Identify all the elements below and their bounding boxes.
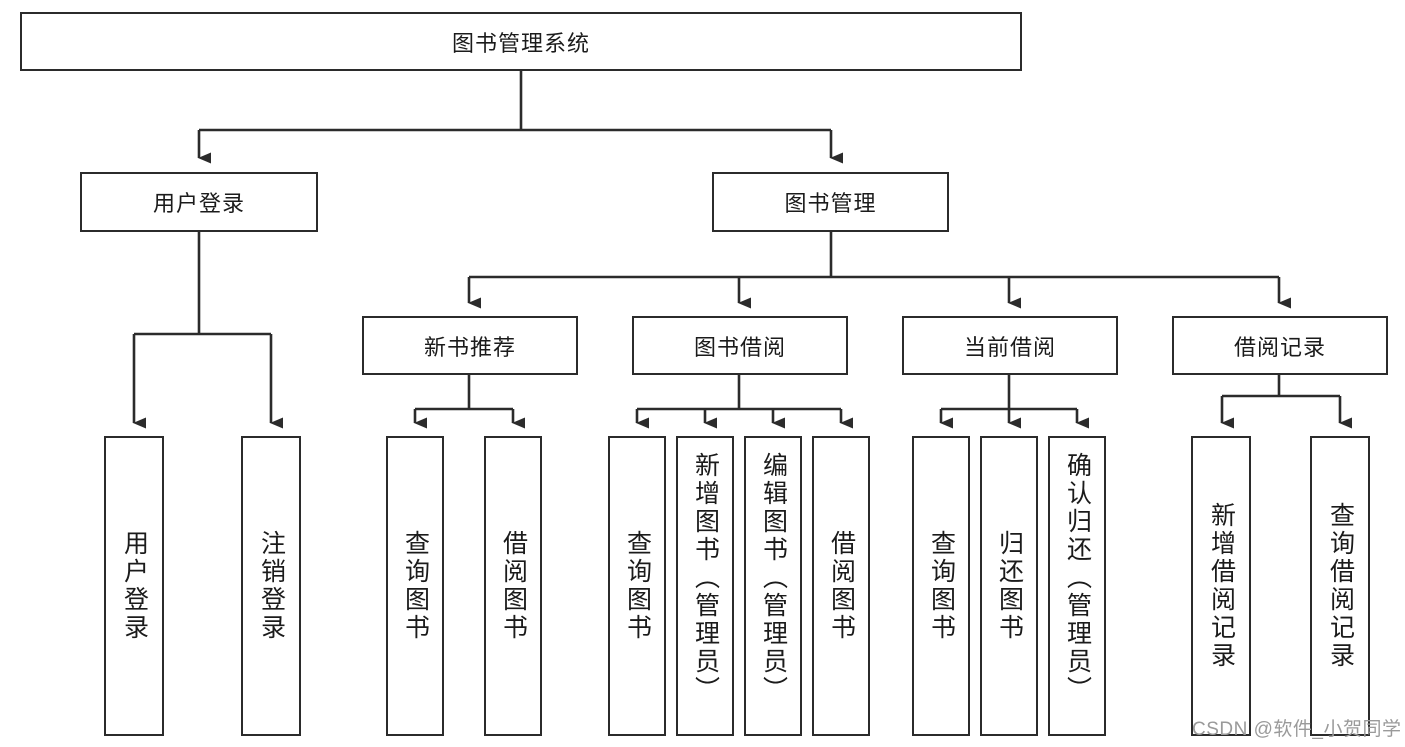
node-leaf-query-book-3[interactable]: 查询图书 bbox=[912, 436, 970, 736]
node-leaf-query-book-3-label: 查询图书 bbox=[927, 530, 956, 642]
node-leaf-query-book-1-label: 查询图书 bbox=[401, 530, 430, 642]
node-new-book-rec[interactable]: 新书推荐 bbox=[362, 316, 578, 375]
node-root-label: 图书管理系统 bbox=[451, 30, 590, 56]
node-leaf-confirm-return[interactable]: 确认归还（管理员） bbox=[1048, 436, 1106, 736]
node-new-book-rec-label: 新书推荐 bbox=[423, 334, 516, 360]
node-leaf-logout-login-label: 注销登录 bbox=[257, 530, 286, 642]
node-leaf-logout-login[interactable]: 注销登录 bbox=[241, 436, 301, 736]
node-borrow-record[interactable]: 借阅记录 bbox=[1172, 316, 1388, 375]
node-leaf-query-book-2[interactable]: 查询图书 bbox=[608, 436, 666, 736]
node-leaf-query-book-2-label: 查询图书 bbox=[623, 530, 652, 642]
node-leaf-return-book-label: 归还图书 bbox=[995, 530, 1024, 642]
node-leaf-borrow-book-2-label: 借阅图书 bbox=[827, 530, 856, 642]
node-leaf-add-record[interactable]: 新增借阅记录 bbox=[1191, 436, 1251, 736]
node-leaf-confirm-return-label: 确认归还（管理员） bbox=[1063, 452, 1092, 704]
node-book-manage-label: 图书管理 bbox=[784, 191, 877, 216]
node-leaf-add-record-label: 新增借阅记录 bbox=[1207, 502, 1236, 670]
node-leaf-borrow-book-2[interactable]: 借阅图书 bbox=[812, 436, 870, 736]
node-leaf-edit-book-label: 编辑图书（管理员） bbox=[759, 452, 788, 704]
node-leaf-query-record-label: 查询借阅记录 bbox=[1326, 502, 1355, 670]
node-book-manage[interactable]: 图书管理 bbox=[712, 172, 949, 232]
node-current-borrow[interactable]: 当前借阅 bbox=[902, 316, 1118, 375]
node-leaf-borrow-book-1-label: 借阅图书 bbox=[499, 530, 528, 642]
node-book-borrow[interactable]: 图书借阅 bbox=[632, 316, 848, 375]
node-current-borrow-label: 当前借阅 bbox=[963, 334, 1056, 360]
watermark: CSDN @软件_小贺同学 bbox=[1192, 719, 1402, 740]
node-user-login-label: 用户登录 bbox=[152, 191, 245, 216]
node-leaf-return-book[interactable]: 归还图书 bbox=[980, 436, 1038, 736]
node-borrow-record-label: 借阅记录 bbox=[1233, 334, 1326, 360]
node-leaf-query-book-1[interactable]: 查询图书 bbox=[386, 436, 444, 736]
node-leaf-add-book[interactable]: 新增图书（管理员） bbox=[676, 436, 734, 736]
node-leaf-borrow-book-1[interactable]: 借阅图书 bbox=[484, 436, 542, 736]
node-leaf-user-login[interactable]: 用户登录 bbox=[104, 436, 164, 736]
node-root[interactable]: 图书管理系统 bbox=[20, 12, 1022, 71]
node-leaf-add-book-label: 新增图书（管理员） bbox=[691, 452, 720, 704]
node-leaf-user-login-label: 用户登录 bbox=[120, 530, 149, 642]
node-leaf-query-record[interactable]: 查询借阅记录 bbox=[1310, 436, 1370, 736]
node-leaf-edit-book[interactable]: 编辑图书（管理员） bbox=[744, 436, 802, 736]
node-book-borrow-label: 图书借阅 bbox=[693, 334, 786, 360]
node-user-login[interactable]: 用户登录 bbox=[80, 172, 318, 232]
